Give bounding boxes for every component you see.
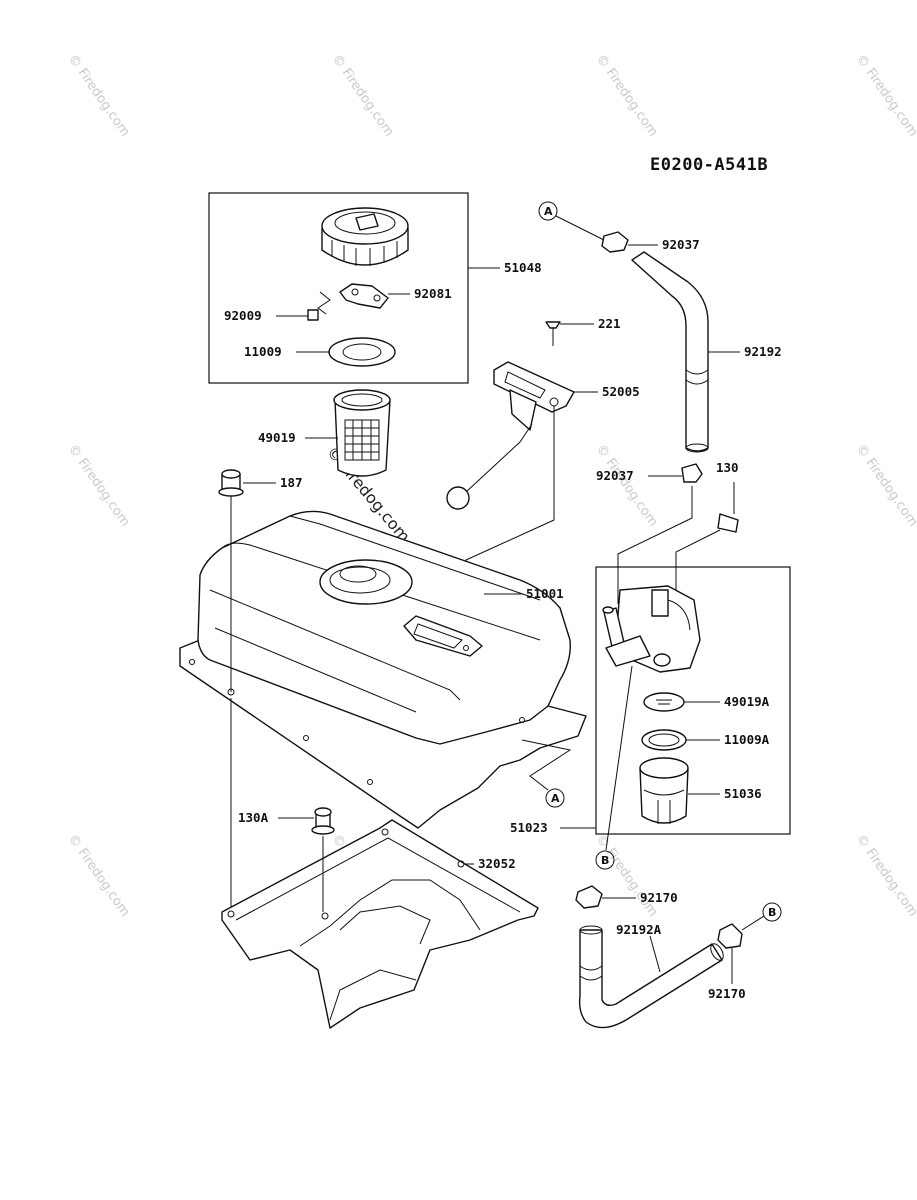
filter-49019: 49019 [258,389,391,477]
label-92037-lower: 92037 [596,468,634,483]
bolt-130 [717,513,739,533]
screw-221 [545,321,561,329]
fuel-cap [321,207,409,266]
watermark: © Firedog.com [65,832,133,920]
watermark: © Firedog.com [853,52,917,140]
label-32052: 32052 [478,856,516,871]
watermarks: © Firedog.com © Firedog.com © Firedog.co… [65,52,917,920]
label-49019A: 49019A [724,694,770,709]
cap-chain [339,283,389,309]
fuel-tank-51001: 51001 [179,510,587,829]
label-92009: 92009 [224,308,262,323]
watermark: © Firedog.com [65,52,133,140]
label-52005: 52005 [602,384,640,399]
cap-kit-box [208,192,469,384]
callout-b-lower-text: B [601,854,609,867]
label-92037-top: 92037 [662,237,700,252]
label-92170-left: 92170 [640,890,678,905]
watermark: © Firedog.com [593,52,661,140]
label-51036: 51036 [724,786,762,801]
label-92170-right: 92170 [708,986,746,1001]
label-49019: 49019 [258,430,296,445]
callout-a-upper-text: A [544,205,553,218]
watermark: © Firedog.com [593,442,661,530]
label-130: 130 [716,460,739,475]
callout-a-lower: A [545,788,565,808]
gasket-11009 [328,337,396,367]
watermark: © Firedog.com [593,832,661,920]
strainer-49019A [643,692,685,712]
label-187: 187 [280,475,303,490]
watermark: © Firedog.com [65,442,133,530]
cap-kit-group: 51048 92081 92009 11009 [208,192,542,384]
screw-92009 [307,309,319,321]
callout-b-right: B [762,902,782,922]
label-92081: 92081 [414,286,452,301]
fuel-gauge-52005: 52005 221 [446,316,640,648]
callout-b-right-text: B [768,906,776,919]
bracket-32052: 32052 [221,819,539,1029]
diagram-code: E0200-A541B [650,155,768,175]
label-51048: 51048 [504,260,542,275]
watermark: © Firedog.com [853,832,917,920]
label-92192A: 92192A [616,922,662,937]
label-221: 221 [598,316,621,331]
callout-a-lower-text: A [551,792,560,805]
hose-upper: A 92037 92192 92037 [538,201,782,604]
callout-a-upper: A [538,201,558,221]
watermark: © Firedog.com [853,442,917,530]
callout-b-lower: B [595,850,615,870]
bolt-130A: 130A [238,807,335,912]
label-11009: 11009 [244,344,282,359]
bolt-187: 187 [218,469,303,912]
label-51001: 51001 [526,586,564,601]
label-11009A: 11009A [724,732,770,747]
fuel-cock-box [595,566,791,835]
hose-lower: 92170 92192A B 92170 [575,885,782,1029]
label-130A: 130A [238,810,269,825]
watermark: © Firedog.com [329,52,397,140]
fuel-cock-group: 130 49019A 11009A 51036 51023 B [510,460,791,870]
label-51023: 51023 [510,820,548,835]
label-92192: 92192 [744,344,782,359]
